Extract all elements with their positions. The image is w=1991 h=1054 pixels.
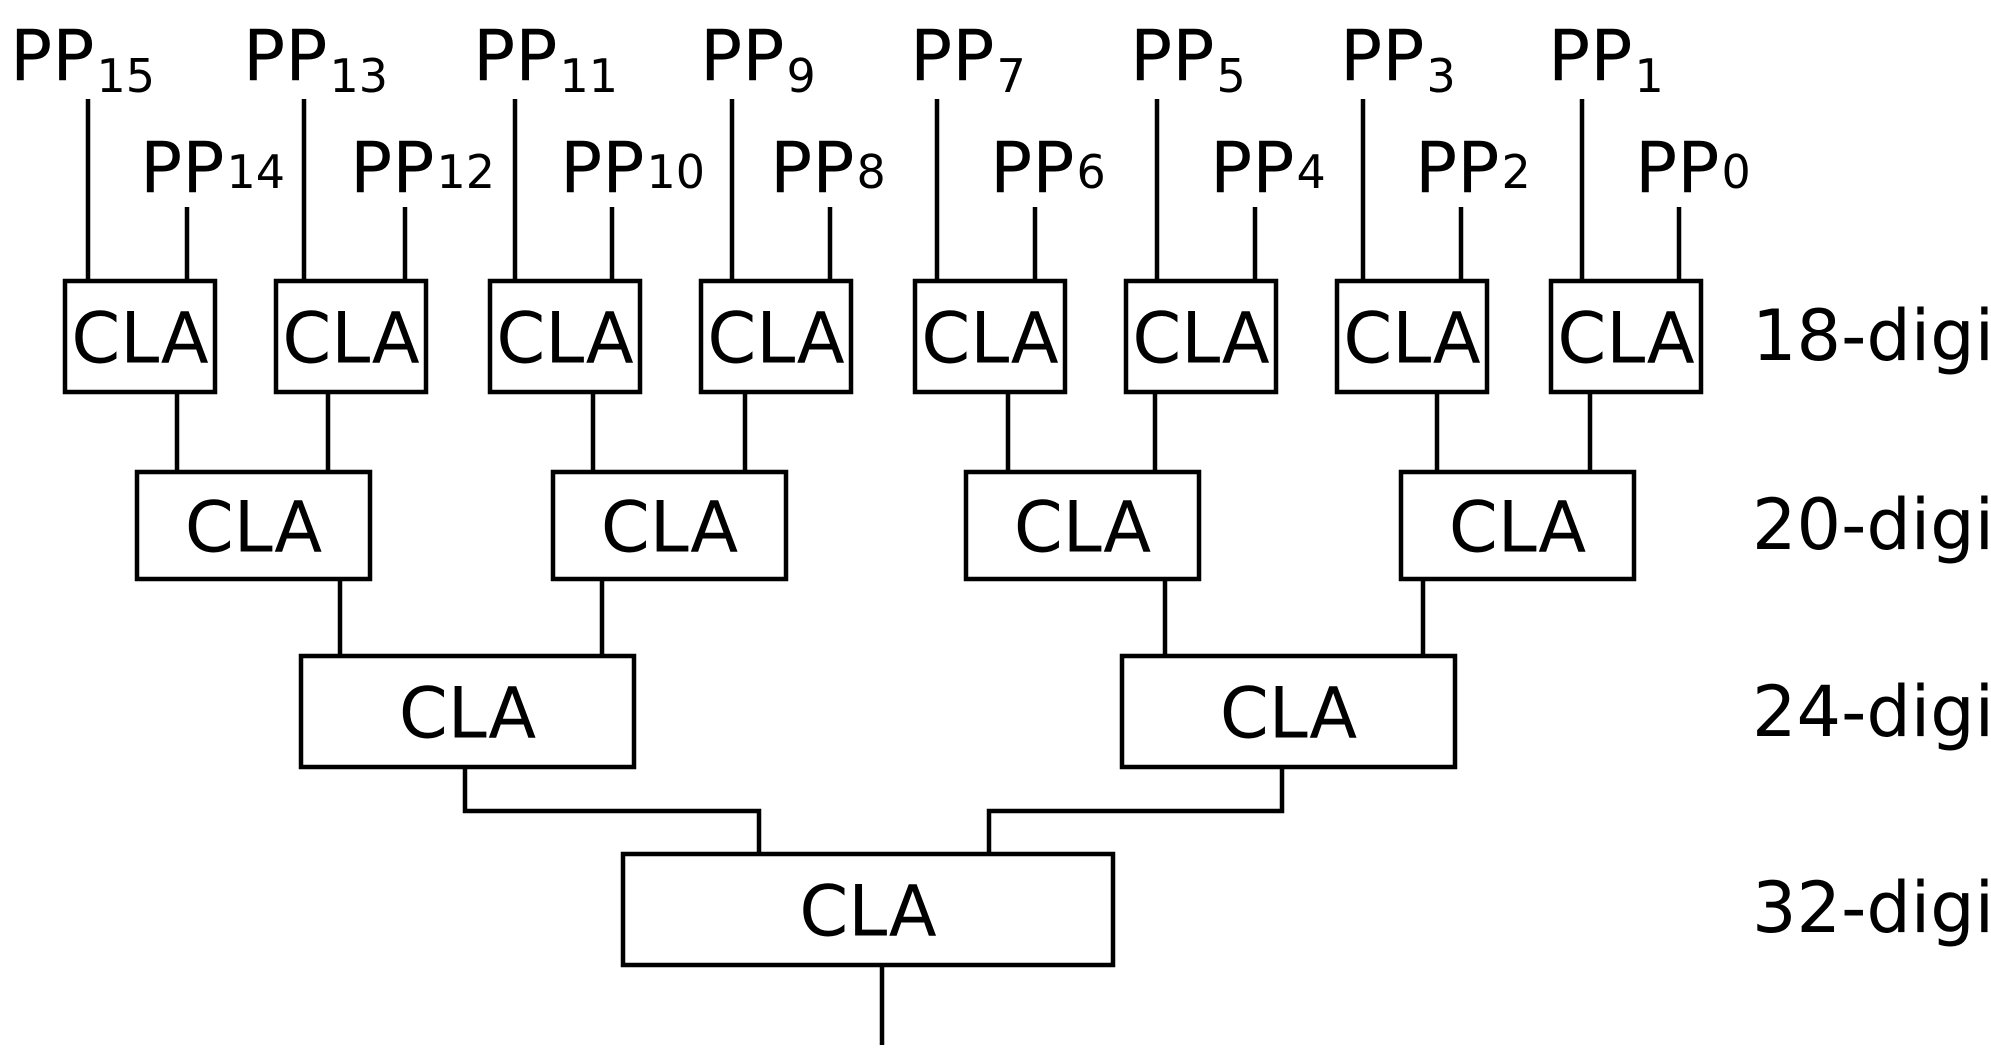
cla-box: [487, 278, 643, 395]
level-labels: 18-digit 20-digit 24-digit 32-digit: [1752, 295, 1991, 949]
cla-box: [1334, 278, 1490, 395]
cla-node: CLA: [273, 278, 429, 395]
level3-to-level4-wire: [986, 767, 1285, 854]
cla-node: CLA: [698, 278, 854, 395]
cla-label: CLA: [601, 487, 738, 569]
cla-label: CLA: [71, 298, 208, 380]
cla-box: [550, 469, 789, 582]
cla-node: CLA: [912, 278, 1068, 395]
cla-node: CLA: [1119, 653, 1458, 770]
cla-node: CLA: [487, 278, 643, 395]
cla-label: CLA: [496, 298, 633, 380]
partial-product-label: PP13: [243, 15, 388, 103]
partial-product-label: PP10: [560, 127, 705, 209]
partial-product-label: PP3: [1340, 15, 1456, 103]
cla-box: [273, 278, 429, 395]
level-label: 32-digit: [1752, 867, 1991, 949]
cla-label: CLA: [185, 487, 322, 569]
cla-box: [1548, 278, 1704, 395]
cla-boxes: CLA CLA CLA CLA CLA CLA CLA CLA CLA CLA CLA CLA CLA C…: [62, 278, 1704, 968]
partial-product-label: PP14: [140, 127, 285, 209]
cla-node: CLA: [550, 469, 789, 582]
partial-product-label: PP11: [473, 15, 618, 103]
cla-label: CLA: [1132, 298, 1269, 380]
cla-box: [1123, 278, 1279, 395]
partial-product-label: PP1: [1548, 15, 1664, 103]
cla-label: CLA: [282, 298, 419, 380]
cla-label: CLA: [1220, 673, 1357, 755]
level-label: 24-digit: [1752, 671, 1991, 753]
partial-product-label: PP15: [10, 15, 155, 103]
cla-node: CLA: [134, 469, 373, 582]
level3-to-level4-wire: [462, 767, 762, 854]
cla-label: CLA: [1449, 487, 1586, 569]
cla-node: CLA: [1398, 469, 1637, 582]
cla-box: [298, 653, 637, 770]
cla-label: CLA: [1014, 487, 1151, 569]
cla-label: CLA: [399, 673, 536, 755]
partial-product-label: PP7: [910, 15, 1026, 103]
cla-node: CLA: [963, 469, 1202, 582]
partial-product-label: PP5: [1130, 15, 1246, 103]
cla-label: CLA: [799, 871, 936, 953]
cla-node: CLA: [620, 851, 1116, 968]
cla-box: [620, 851, 1116, 968]
cla-label: CLA: [921, 298, 1058, 380]
cla-label: CLA: [1557, 298, 1694, 380]
cla-node: CLA: [1548, 278, 1704, 395]
cla-box: [134, 469, 373, 582]
partial-product-label: PP12: [350, 127, 495, 209]
cla-box: [912, 278, 1068, 395]
partial-product-label: PP8: [770, 127, 886, 209]
cla-box: [963, 469, 1202, 582]
wires: [85, 99, 1682, 1045]
cla-node: CLA: [62, 278, 218, 395]
cla-box: [698, 278, 854, 395]
level-label: 18-digit: [1752, 295, 1991, 377]
cla-node: CLA: [1123, 278, 1279, 395]
cla-box: [1398, 469, 1637, 582]
cla-node: CLA: [1334, 278, 1490, 395]
cla-box: [1119, 653, 1458, 770]
partial-product-labels: PP15PP14PP13PP12PP11PP10PP9PP8PP7PP6PP5P…: [10, 15, 1751, 209]
partial-product-label: PP2: [1415, 127, 1531, 209]
cla-label: CLA: [1343, 298, 1480, 380]
partial-product-label: PP6: [990, 127, 1106, 209]
partial-product-label: PP0: [1635, 127, 1751, 209]
cla-label: CLA: [707, 298, 844, 380]
cla-box: [62, 278, 218, 395]
partial-product-label: PP9: [700, 15, 816, 103]
level-label: 20-digit: [1752, 484, 1991, 566]
cla-node: CLA: [298, 653, 637, 770]
partial-product-label: PP4: [1210, 127, 1326, 209]
